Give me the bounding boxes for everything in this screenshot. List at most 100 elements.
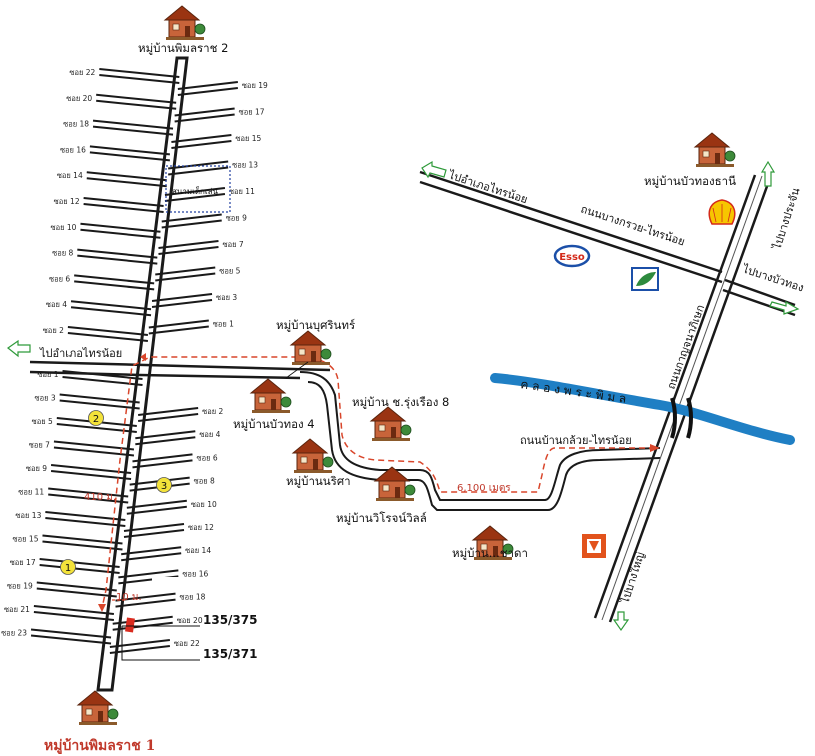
soi-label: ซอย 8: [194, 477, 215, 486]
village-wiroj-label: หมู่บ้านวิโรจน์วิลล์: [336, 511, 427, 525]
svg-text:Esso: Esso: [559, 252, 585, 263]
soi-label: ซอย 4: [46, 300, 67, 309]
soi-label: ซอย 15: [235, 134, 261, 143]
soi-upper-left-0: ซอย 22: [69, 68, 180, 84]
road-to-sainoi-left: [29, 360, 331, 380]
arrow-down-icon: [612, 611, 630, 632]
soi-label: ซอย 19: [7, 582, 33, 591]
village-buathong4: หมู่บ้านบัวทอง 4: [233, 378, 315, 431]
soi-label: ซอย 1: [37, 370, 58, 379]
soi-upper-right-0: ซอย 19: [177, 81, 268, 96]
soi-label: ซอย 8: [52, 249, 73, 258]
village-buasarin-label: หมู่บ้านบุศรินทร์: [276, 318, 355, 332]
soi-label: ซอย 3: [35, 394, 56, 403]
road-label-to-sainoi-left: ไปอำเภอไทรน้อย: [39, 347, 122, 360]
soi-label: ซอย 7: [222, 240, 243, 249]
distance-side: 410 ม.: [84, 492, 116, 503]
soi-lower-right-1: ซอย 4: [135, 430, 221, 446]
soi-label: ซอย 10: [191, 500, 217, 509]
village-chorungrueang8: หมู่บ้าน ช.รุ่งเรือง 8: [352, 395, 449, 442]
soi-label: ซอย 3: [216, 293, 237, 302]
marker-1: 1: [60, 559, 76, 575]
blank-patch: [152, 577, 188, 591]
soi-upper-left-2: ซอย 18: [63, 120, 174, 136]
soi-lower-right-8: ซอย 18: [115, 593, 206, 608]
village-wiroj: หมู่บ้านวิโรจน์วิลล์: [336, 466, 427, 525]
soi-lower-left-6: ซอย 13: [15, 511, 126, 527]
ptt-logo-icon: [631, 267, 659, 291]
soi-upper-left-4: ซอย 14: [57, 171, 167, 188]
soi-lower-left-11: ซอย 23: [1, 629, 112, 645]
soi-upper-right-3: ซอย 13: [168, 161, 258, 176]
soi-label: ซอย 6: [49, 274, 70, 283]
soi-label: ซอย 11: [18, 488, 44, 497]
esso-logo-icon: Esso: [553, 244, 591, 268]
village-pimonrat1: หมู่บ้านพิมลราช 1: [44, 690, 155, 754]
village-pimonrat1-label: หมู่บ้านพิมลราช 1: [44, 738, 155, 754]
playground-label: สนามเด็กเล่น: [172, 186, 219, 196]
soi-label: ซอย 4: [199, 430, 220, 439]
soi-lower-right-0: ซอย 2: [138, 407, 224, 422]
village-pakada: หมู่บ้าน...ชาดา: [452, 525, 528, 561]
soi-label: ซอย 20: [177, 616, 203, 625]
soi-upper-left-8: ซอย 6: [49, 274, 155, 291]
address-bracket: [121, 625, 200, 661]
soi-upper-right-1: ซอย 17: [174, 108, 265, 123]
village-buasarin: หมู่บ้านบุศรินทร์: [276, 318, 355, 379]
road-to-bangbuathong: [722, 278, 796, 317]
soi-label: ซอย 6: [196, 453, 217, 462]
soi-upper-right-2: ซอย 15: [171, 134, 262, 149]
distance-short: 10 ม.: [116, 592, 142, 603]
soi-label: ซอย 2: [43, 326, 64, 335]
arrow-left-icon: [6, 339, 31, 358]
village-pakada-label: หมู่บ้าน...ชาดา: [452, 546, 528, 560]
arrow-up-icon: [760, 160, 776, 187]
soi-upper-right-8: ซอย 3: [151, 293, 237, 308]
bridge-icon: [670, 397, 693, 439]
road-label-to-bangyai: ไปบางใหญ่: [618, 550, 647, 605]
village-pimonrat2-label: หมู่บ้านพิมลราช 2: [138, 41, 228, 55]
road-label-to-bangpracan: ไปบางประจัน: [770, 186, 803, 252]
soi-lower-right-10: ซอย 22: [109, 639, 200, 654]
village-narisa: หมู่บ้านนริศา: [286, 438, 351, 488]
soi-upper-left-7: ซอย 8: [52, 249, 158, 265]
soi-upper-left-10: ซอย 2: [43, 326, 148, 342]
soi-upper-right-5: ซอย 9: [161, 214, 247, 229]
soi-upper-left-6: ซอย 10: [51, 223, 161, 239]
playground: สนามเด็กเล่น: [165, 165, 231, 213]
soi-lower-right-2: ซอย 6: [132, 453, 218, 469]
soi-lower-left-2: ซอย 5: [32, 417, 137, 433]
village-buathongthani-label: หมู่บ้านบัวทองธานี: [644, 174, 736, 188]
soi-label: ซอย 19: [242, 81, 268, 90]
soi-label: ซอย 5: [32, 417, 53, 426]
address-2: 135/371: [203, 647, 257, 661]
soi-lower-left-8: ซอย 17: [10, 558, 120, 574]
arrow-right-icon: [769, 300, 800, 315]
marker-2: 2: [88, 410, 104, 426]
soi-lower-right-6: ซอย 14: [121, 546, 211, 562]
soi-upper-right-9: ซอย 1: [148, 320, 234, 335]
svg-text:3: 3: [161, 481, 167, 492]
canal-label: ค ล อ ง พ ร ะ พิ ม ล: [520, 377, 628, 406]
village-buathongthani: หมู่บ้านบัวทองธานี: [644, 132, 736, 188]
soi-label: ซอย 13: [232, 161, 258, 170]
soi-upper-right-7: ซอย 5: [155, 267, 241, 282]
soi-label: ซอย 21: [4, 605, 30, 614]
soi-label: ซอย 2: [202, 407, 223, 416]
soi-label: ซอย 9: [226, 214, 247, 223]
soi-upper-left-5: ซอย 12: [54, 197, 164, 213]
soi-label: ซอย 12: [54, 197, 80, 206]
store-logo-icon: [582, 534, 606, 558]
shell-logo-icon: [708, 199, 736, 225]
soi-label: ซอย 16: [60, 145, 86, 154]
village-buathong4-label: หมู่บ้านบัวทอง 4: [233, 417, 315, 431]
soi-label: ซอย 9: [26, 464, 47, 473]
soi-upper-left-1: ซอย 20: [66, 94, 177, 110]
soi-label: ซอย 14: [185, 546, 211, 555]
soi-label: ซอย 17: [239, 108, 265, 117]
road-label-to-sainoi-top: ไปอำเภอไทรน้อย: [446, 168, 529, 206]
soi-label: ซอย 16: [182, 569, 208, 578]
upper-side-streets: ซอย 22 ซอย 20 ซอย 18 ซอย 16 ซอย 14 ซอย 12 ซอย …: [43, 68, 268, 342]
